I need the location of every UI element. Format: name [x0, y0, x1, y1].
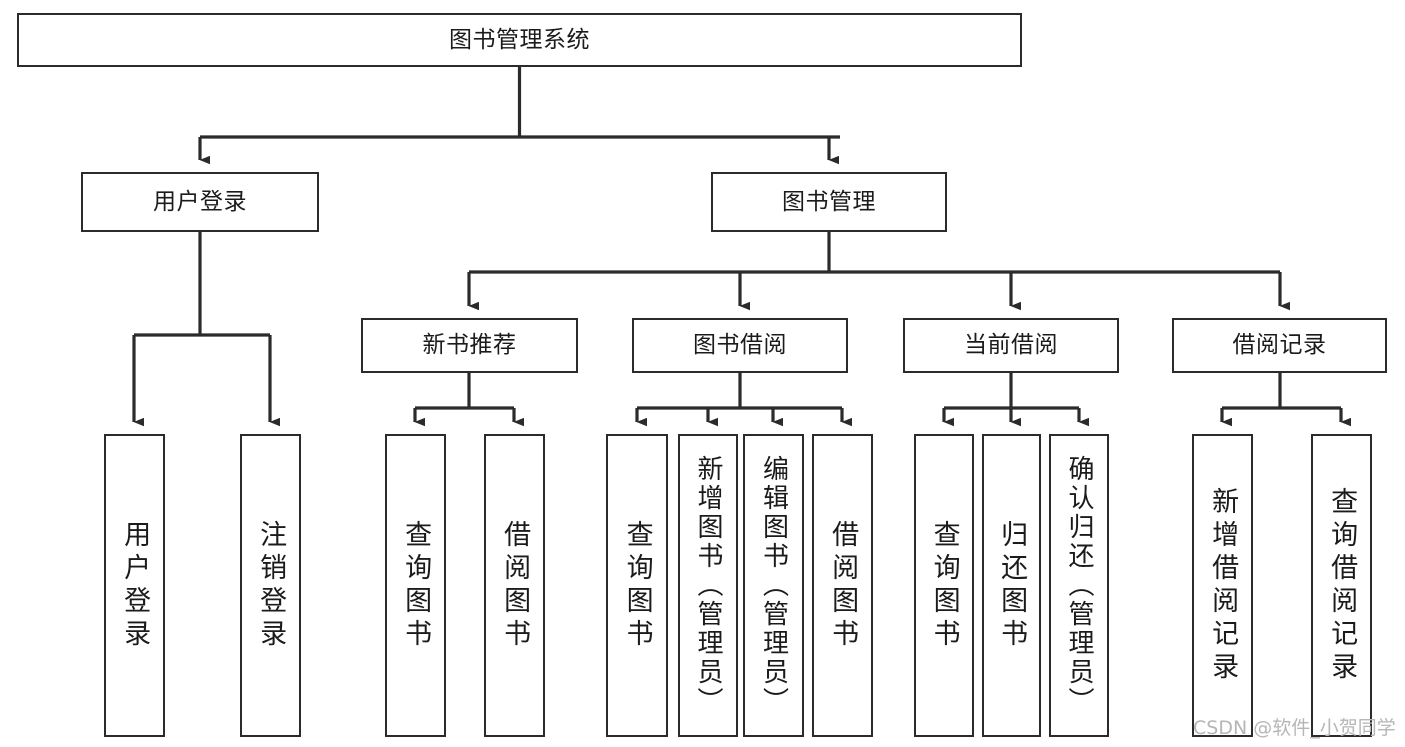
node-borrow-record-label: 借阅记录 [1232, 332, 1327, 359]
node-leaf-add-book-admin-label: 新增图书（管理员） [693, 455, 724, 716]
node-leaf-user-login[interactable]: 用户登录 [104, 434, 165, 737]
node-leaf-logout-label: 注销登录 [255, 519, 287, 652]
csdn-watermark: CSDN @软件_小贺同学 [1193, 717, 1396, 739]
node-new-book-recommend-label: 新书推荐 [422, 332, 517, 359]
node-leaf-query-book-1[interactable]: 查询图书 [385, 434, 446, 737]
node-root-label: 图书管理系统 [449, 26, 590, 53]
node-leaf-query-book-3-label: 查询图书 [928, 519, 960, 652]
node-leaf-borrow-book-1[interactable]: 借阅图书 [484, 434, 545, 737]
node-book-manage[interactable]: 图书管理 [711, 172, 947, 232]
node-leaf-query-book-2-label: 查询图书 [621, 519, 653, 652]
node-new-book-recommend[interactable]: 新书推荐 [361, 318, 578, 373]
node-current-borrow-label: 当前借阅 [964, 332, 1058, 359]
node-book-manage-label: 图书管理 [782, 188, 876, 215]
node-leaf-user-login-label: 用户登录 [119, 519, 151, 652]
node-leaf-query-book-2[interactable]: 查询图书 [606, 434, 668, 737]
node-leaf-query-borrow-record[interactable]: 查询借阅记录 [1311, 434, 1372, 737]
node-user-login-label: 用户登录 [153, 188, 247, 215]
node-book-borrow[interactable]: 图书借阅 [632, 318, 848, 373]
node-book-borrow-label: 图书借阅 [693, 332, 787, 359]
node-leaf-query-borrow-record-label: 查询借阅记录 [1326, 486, 1358, 685]
node-leaf-borrow-book-2-label: 借阅图书 [827, 519, 859, 652]
node-leaf-edit-book-admin[interactable]: 编辑图书（管理员） [743, 434, 804, 737]
node-current-borrow[interactable]: 当前借阅 [903, 318, 1119, 373]
node-leaf-borrow-book-1-label: 借阅图书 [499, 519, 531, 652]
node-borrow-record[interactable]: 借阅记录 [1172, 318, 1387, 373]
node-leaf-return-book-label: 归还图书 [996, 519, 1028, 652]
node-leaf-return-book[interactable]: 归还图书 [982, 434, 1041, 737]
node-leaf-query-book-3[interactable]: 查询图书 [914, 434, 974, 737]
node-leaf-add-borrow-record[interactable]: 新增借阅记录 [1192, 434, 1253, 737]
node-user-login[interactable]: 用户登录 [81, 172, 319, 232]
node-leaf-confirm-return-admin-label: 确认归还（管理员） [1064, 455, 1095, 716]
node-root-system[interactable]: 图书管理系统 [17, 13, 1022, 67]
node-leaf-edit-book-admin-label: 编辑图书（管理员） [758, 455, 789, 716]
node-leaf-add-borrow-record-label: 新增借阅记录 [1207, 486, 1239, 685]
node-leaf-add-book-admin[interactable]: 新增图书（管理员） [678, 434, 738, 737]
node-leaf-logout[interactable]: 注销登录 [240, 434, 301, 737]
node-leaf-borrow-book-2[interactable]: 借阅图书 [812, 434, 873, 737]
node-leaf-confirm-return-admin[interactable]: 确认归还（管理员） [1049, 434, 1109, 737]
node-leaf-query-book-1-label: 查询图书 [400, 519, 432, 652]
